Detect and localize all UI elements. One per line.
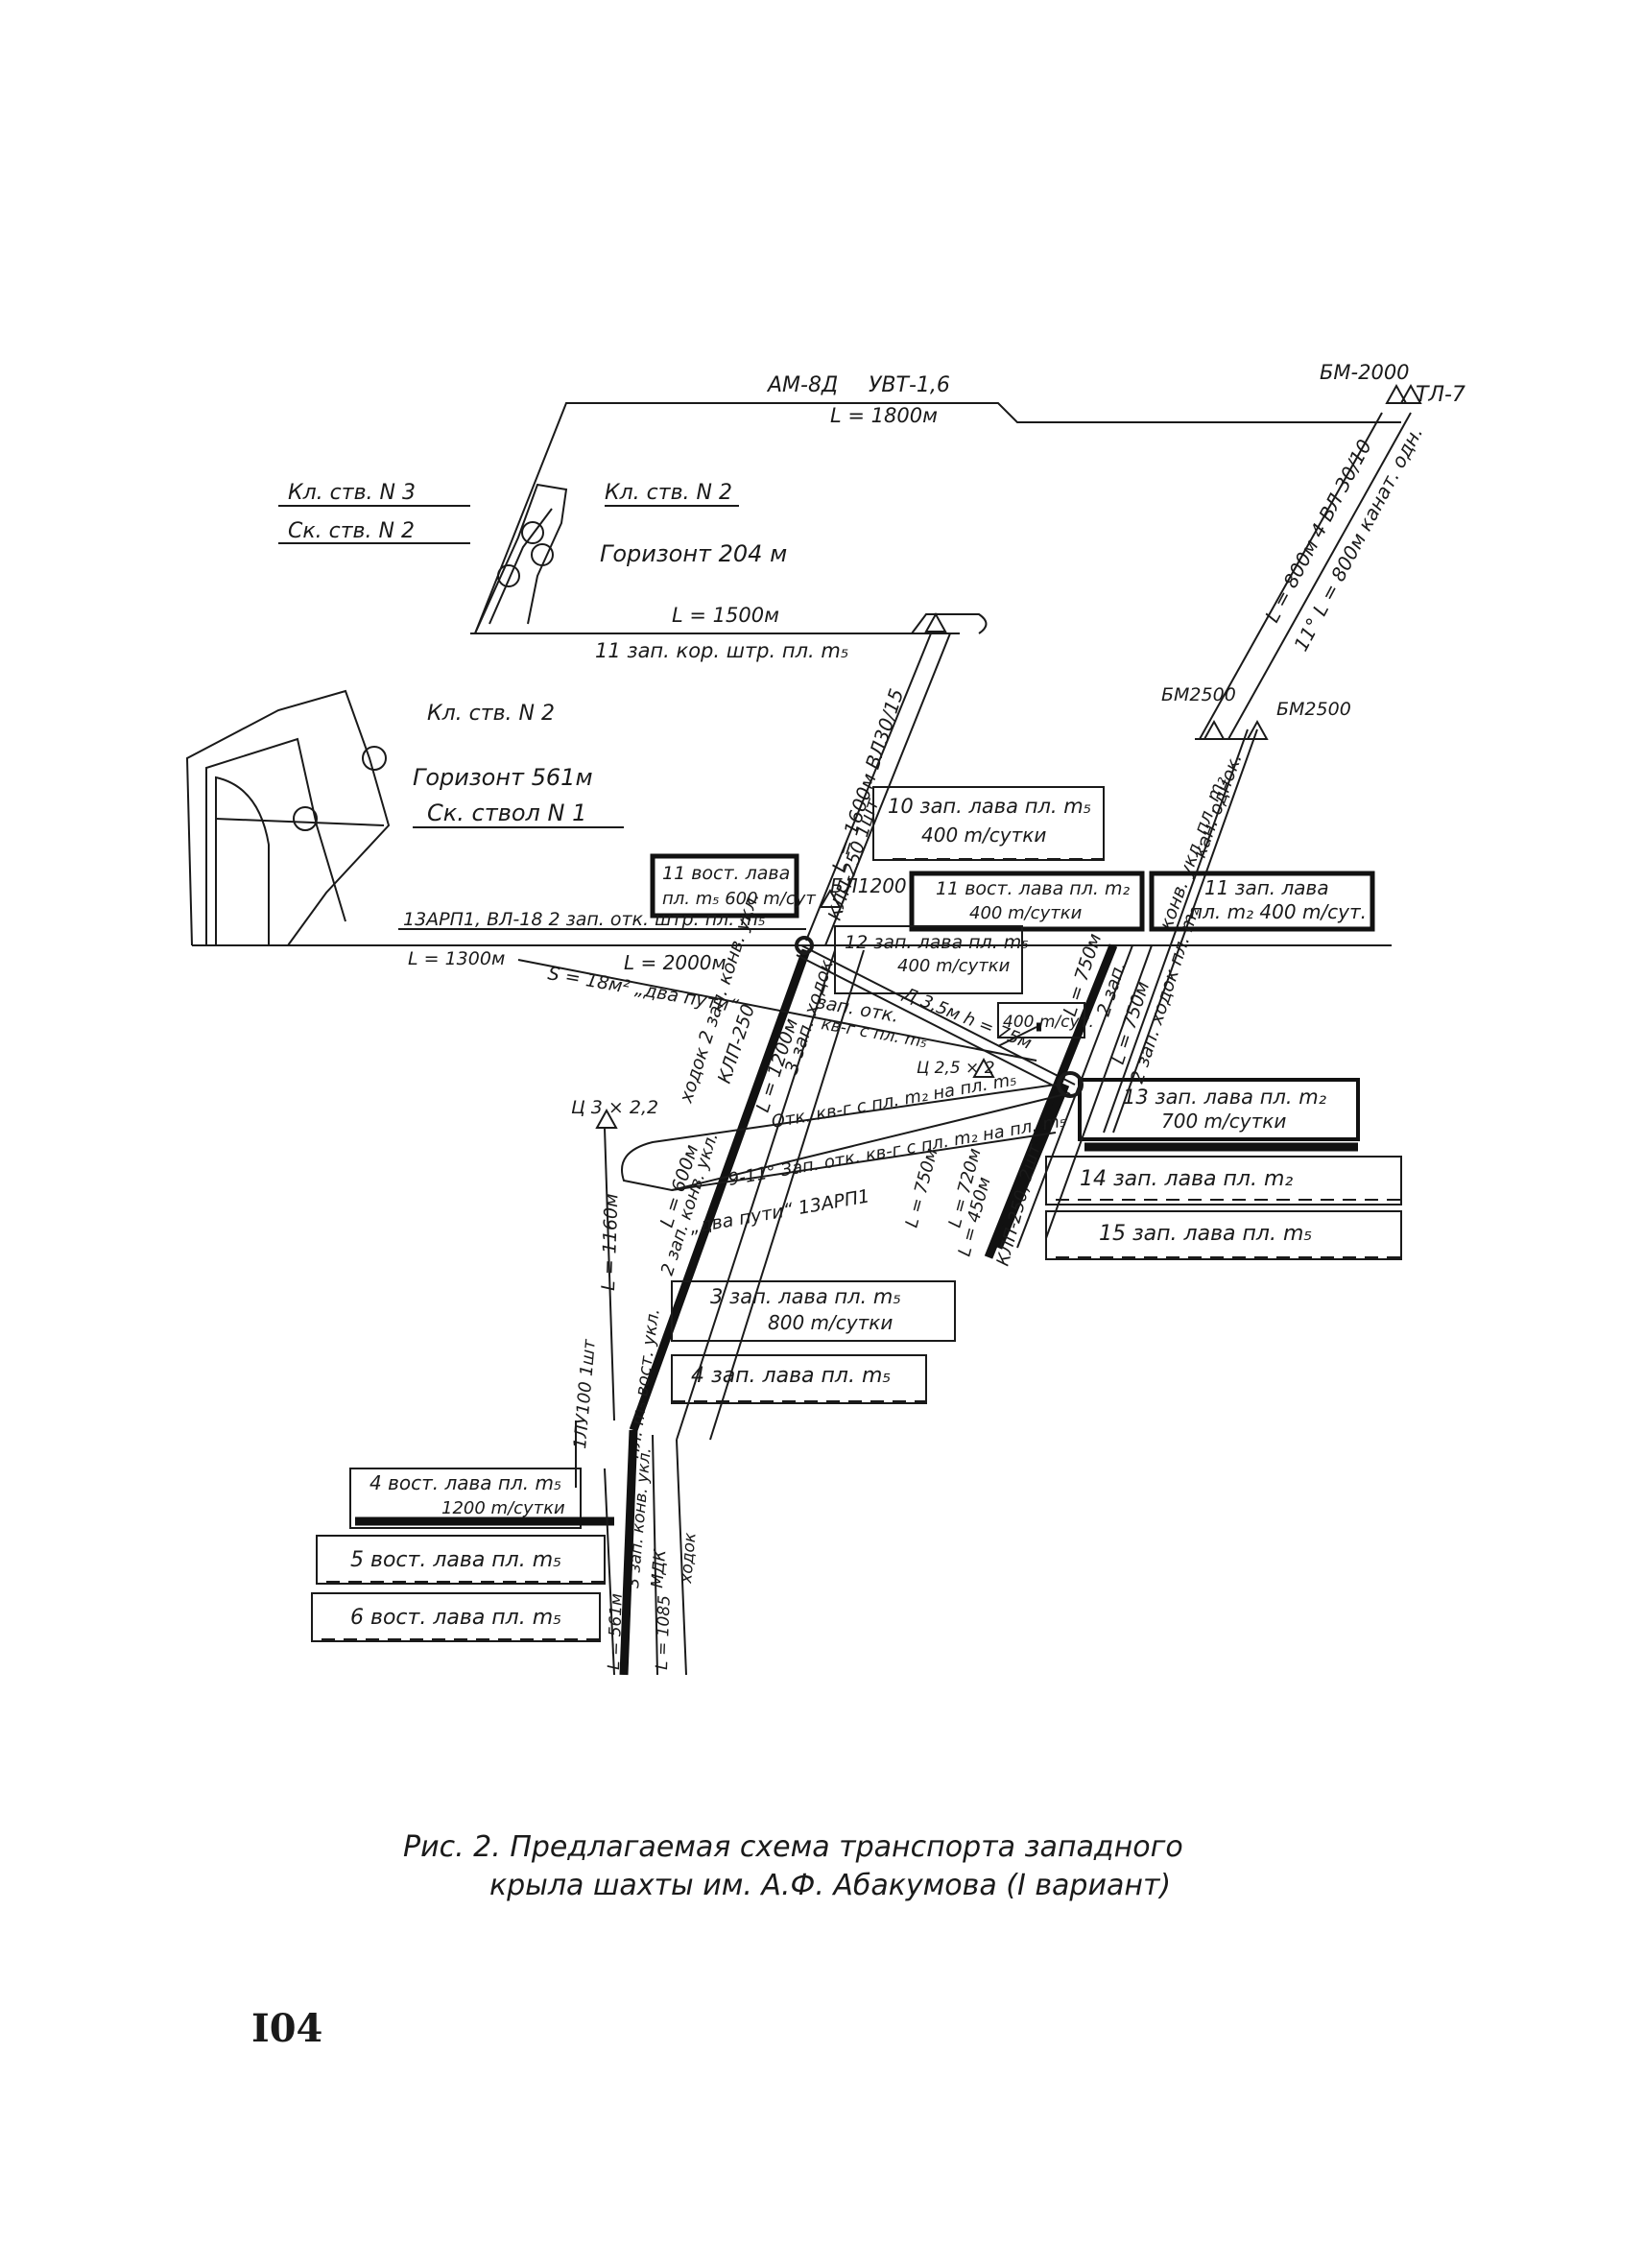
lava-4e-line1: 4 вост. лава пл. m₅: [369, 1471, 561, 1494]
winch-triangle-icon: [972, 1057, 995, 1078]
lava-10-line1: 10 зап. лава пл. m₅: [888, 795, 1091, 818]
bm2500-left-label: БМ2500: [1161, 684, 1236, 705]
lava-13-line2: 700 m/сутки: [1161, 1110, 1286, 1133]
lower-left-incline: [575, 1420, 687, 1676]
lava-13-line1: 13 зап. лава пл. m₂: [1123, 1086, 1327, 1109]
lava-box-5-east: [316, 1535, 606, 1585]
lava-box-11-east-m5: [650, 853, 799, 919]
top-length-label: L = 1800м: [830, 404, 938, 427]
top-equipment-2: УВТ-1,6: [869, 373, 950, 397]
horizon-561-label: Горизонт 561м: [413, 764, 593, 791]
kl-stv-3-label: Кл. ств. N 3: [288, 481, 416, 505]
ts-label: Ц 3 × 2,2: [571, 1097, 658, 1118]
lava-11e-line1: 11 вост. лава: [662, 863, 790, 884]
lava-3-line2: 800 m/сутки: [768, 1311, 893, 1334]
lava-box-3: [671, 1280, 956, 1342]
lava-11e-line2: пл. m₅ 600 m/сут: [662, 889, 816, 909]
shaft-group-204: [470, 483, 960, 634]
drift-11-label: 11 зап. кор. штр. пл. m₅: [595, 639, 848, 662]
mdk-label: МДК: [648, 1548, 670, 1589]
lava-box-15: [1045, 1210, 1402, 1260]
horizon-204-label: Горизонт 204 м: [600, 540, 787, 567]
d400-label: 400 m/сут.: [1003, 1013, 1094, 1032]
page-number: I04: [251, 2006, 323, 2051]
top-haulage-line: [474, 402, 1401, 634]
lava-box-6-east: [311, 1592, 601, 1642]
pl-label: 1ЛУ100 1шт: [570, 1338, 600, 1449]
l1085-label: L = 1085: [653, 1595, 675, 1670]
lava-box-4-east: [349, 1468, 582, 1529]
winch-triangle-icon: [1203, 719, 1226, 740]
figure-caption: Рис. 2. Предлагаемая схема транспорта за…: [403, 1828, 1267, 1905]
winch-triangle-icon: [1399, 383, 1422, 404]
lava-11e2-line1: 11 вост. лава пл. m₂: [936, 878, 1130, 899]
crosscut: [621, 1083, 1067, 1192]
kl-stv-2-label-top: Кл. ств. N 2: [605, 481, 732, 505]
lava-box-14: [1045, 1156, 1402, 1206]
lava-12-line1: 12 зап. лава пл. m₅: [845, 932, 1029, 953]
right-lower-incline: [984, 943, 1153, 1259]
tl-7-label: ТЛ-7: [1416, 383, 1465, 407]
lava-12-line2: 400 m/сутки: [897, 956, 1011, 976]
lava-14-line1: 14 зап. лава пл. m₂: [1080, 1167, 1293, 1191]
top-equipment-1: АМ-8Д: [766, 373, 838, 397]
winch-triangle-icon: [924, 611, 947, 633]
caption-line-2: крыла шахты им. А.Ф. Абакумова (I вариан…: [489, 1869, 1172, 1902]
bm2500-right-label: БМ2500: [1276, 699, 1351, 720]
bunker-end: [911, 613, 988, 634]
caption-line-1: Рис. 2. Предлагаемая схема транспорта за…: [403, 1830, 1183, 1864]
middle-incline: [629, 633, 951, 1441]
main-haulage-lines: [192, 928, 1392, 1095]
lava-box-11-west-m2: [1149, 871, 1375, 932]
arp-label: 13АРП1, ВЛ-18 2 зап. отк. штр. пл. m₅: [403, 909, 765, 930]
lava-15-line1: 15 зап. лава пл. m₅: [1099, 1222, 1312, 1246]
lava-4w-line1: 4 зап. лава пл. m₅: [691, 1364, 891, 1388]
lava-box-12: [834, 925, 1023, 994]
bm-2000-label: БМ-2000: [1320, 361, 1410, 384]
otk1-label: Отк. кв-г с пл. m₂ на пл. m₅: [770, 1069, 1018, 1133]
bl1200-label: БЛ1200: [830, 874, 907, 897]
sk-stv-2-label: Ск. ств. N 2: [288, 519, 415, 543]
horizon-204-length: L = 1500м: [672, 604, 779, 627]
lava-5e-line1: 5 вост. лава пл. m₅: [350, 1548, 561, 1572]
winch-triangle-icon: [1246, 719, 1269, 740]
winch-triangle-icon: [1385, 383, 1408, 404]
lava-11e2-line2: 400 m/сутки: [969, 903, 1083, 923]
lava-box-13: [1078, 1078, 1360, 1141]
lava-11w-line2: пл. m₂ 400 m/сут.: [1190, 900, 1367, 923]
l2000-label: L = 2000м: [624, 951, 727, 974]
lava-4e-line2: 1200 m/сутки: [441, 1498, 565, 1518]
winch-triangle-icon: [819, 889, 842, 908]
l1300-label: L = 1300м: [408, 948, 505, 969]
lava-11w-line1: 11 зап. лава: [1204, 876, 1329, 899]
sk-stvol-1-label: Ск. ствол N 1: [427, 800, 586, 826]
kl-stv-2-label-561: Кл. ств. N 2: [427, 702, 555, 726]
lava-3-line1: 3 зап. лава пл. m₅: [710, 1285, 901, 1308]
klp2-label: КЛП-250, 2шт: [993, 1141, 1045, 1268]
winch-triangle-icon: [595, 1108, 618, 1129]
shaft-group-561: [185, 689, 422, 946]
kan-odn-label: кан. однок.: [1189, 751, 1247, 861]
lava-box-4-west: [671, 1354, 927, 1404]
d400-box: [997, 1002, 1085, 1039]
lava-6e-line1: 6 вост. лава пл. m₅: [350, 1606, 561, 1630]
l1160-label: L = 1160м: [598, 1193, 623, 1291]
lava-10-line2: 400 m/сутки: [921, 824, 1046, 847]
lava-box-11-east-m2: [909, 871, 1145, 932]
